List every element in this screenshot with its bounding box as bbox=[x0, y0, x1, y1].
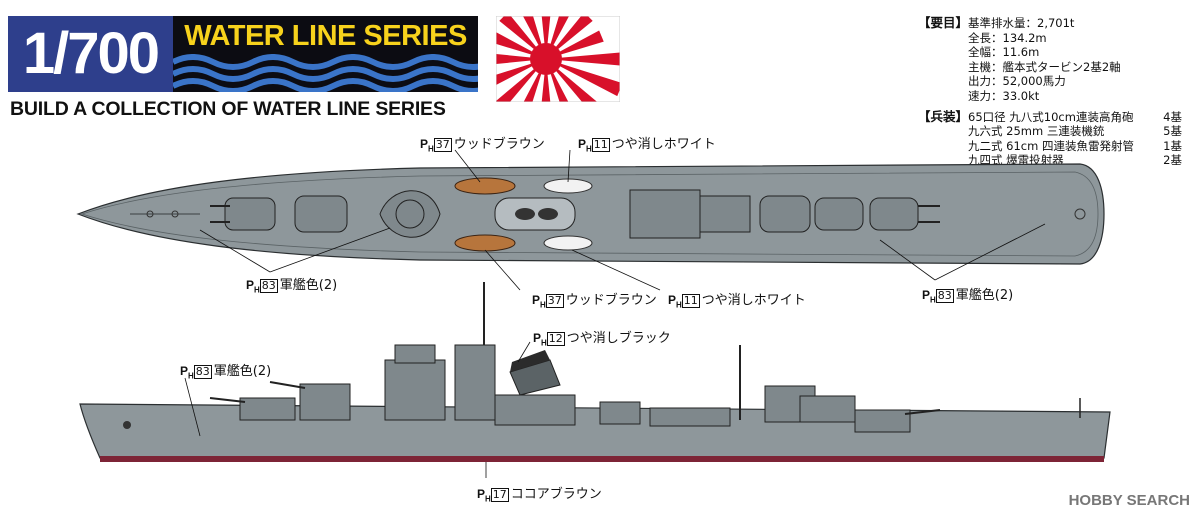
arms-item-name: 九二式 61cm 四連装魚雷発射管 bbox=[968, 138, 1134, 153]
spec-item: 出力：52,000馬力 bbox=[968, 74, 1066, 89]
arms-item-name: 九六式 25mm 三連装機銃 bbox=[968, 124, 1105, 139]
spec-block: 【要目】 基準排水量：2,701t 全長：134.2m 全幅：11.6m 主機：… bbox=[918, 15, 1182, 168]
spec-item: 速力：33.0kt bbox=[968, 88, 1040, 103]
spec-heading: 【要目】 bbox=[918, 15, 969, 30]
spec-item: 主機：艦本式タービン2基2軸 bbox=[968, 59, 1121, 74]
naval-ensign-flag bbox=[496, 16, 620, 102]
arms-item-count: 2基 bbox=[1163, 153, 1182, 168]
arms-item-count: 4基 bbox=[1163, 109, 1182, 124]
spec-item: 全幅：11.6m bbox=[968, 45, 1040, 60]
ship-side-view bbox=[79, 282, 1111, 462]
series-logo: WATER LINE SERIES bbox=[173, 16, 478, 92]
arms-heading: 【兵装】 bbox=[918, 108, 969, 124]
series-title: WATER LINE SERIES bbox=[184, 20, 467, 52]
arms-item-count: 1基 bbox=[1163, 138, 1182, 153]
spec-item: 基準排水量：2,701t bbox=[968, 16, 1075, 30]
arms-item-count: 5基 bbox=[1163, 124, 1182, 139]
wave-graphic bbox=[173, 54, 478, 92]
series-subtitle: BUILD A COLLECTION OF WATER LINE SERIES bbox=[10, 98, 446, 120]
arms-item-name: 65口径 九八式10cm連装高角砲 bbox=[968, 109, 1134, 124]
ship-top-view bbox=[76, 163, 1105, 265]
spec-item: 全長：134.2m bbox=[968, 30, 1047, 45]
leader-lines-side bbox=[184, 341, 531, 478]
scale-badge: 1/700 bbox=[8, 16, 173, 92]
leader-lines-top bbox=[199, 149, 1046, 291]
watermark: HOBBY SEARCH bbox=[1068, 492, 1190, 509]
